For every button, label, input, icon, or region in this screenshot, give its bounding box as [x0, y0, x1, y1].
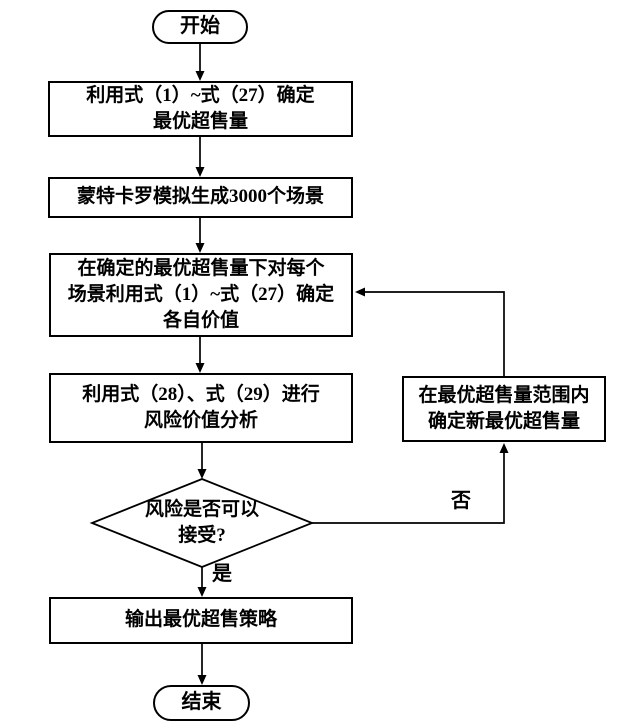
- terminal-end-label: 结束: [181, 691, 222, 714]
- arrow-decision-to-output: [197, 567, 207, 597]
- decision-text-line: 风险是否可以: [144, 499, 259, 521]
- process-text-line: 在确定的最优超售量下对每个: [77, 257, 325, 279]
- decision-text-line: 接受?: [178, 525, 226, 546]
- process-determine-optimal-overbooking: 利用式（1）~式（27）确定 最优超售量: [48, 81, 353, 137]
- decision-risk-acceptable: 风险是否可以 接受?: [122, 494, 282, 552]
- terminal-end: 结束: [153, 685, 250, 721]
- arrow-decision-to-adjust: [312, 443, 509, 524]
- arrow-step2-to-step3: [195, 218, 205, 253]
- process-text-line: 利用式（1）~式（27）确定: [86, 84, 315, 106]
- arrow-step1-to-step2: [195, 137, 205, 177]
- edge-label-no: 否: [451, 490, 471, 512]
- process-text-line: 利用式（28）、式（29）进行: [82, 383, 320, 405]
- arrow-start-to-step1: [195, 43, 205, 81]
- process-text-line: 风险价值分析: [143, 410, 258, 431]
- edge-label-yes: 是: [212, 563, 232, 585]
- process-text-line: 输出最优超售策略: [124, 609, 277, 631]
- process-risk-value-analysis: 利用式（28）、式（29）进行 风险价值分析: [49, 373, 353, 443]
- arrow-step4-to-decision: [197, 443, 207, 479]
- terminal-start-label: 开始: [180, 15, 220, 38]
- process-new-optimal-overbooking: 在最优超售量范围内 确定新最优超售量: [402, 376, 606, 442]
- terminal-start: 开始: [152, 10, 248, 44]
- process-text-line: 场景利用式（1）~式（27）确定: [67, 283, 335, 305]
- process-evaluate-scenarios: 在确定的最优超售量下对每个 场景利用式（1）~式（27）确定 各自价值: [49, 253, 353, 337]
- process-output-strategy: 输出最优超售策略: [49, 597, 353, 644]
- process-text-line: 在最优超售量范围内: [418, 384, 590, 406]
- arrow-adjust-to-step3: [355, 287, 505, 376]
- process-text-line: 蒙特卡罗模拟生成3000个场景: [76, 186, 324, 208]
- process-text-line: 各自价值: [162, 310, 239, 332]
- process-text-line: 确定新最优超售量: [427, 411, 580, 432]
- arrow-step3-to-step4: [195, 337, 205, 373]
- process-monte-carlo-scenarios: 蒙特卡罗模拟生成3000个场景: [48, 177, 353, 218]
- arrow-output-to-end: [197, 644, 207, 685]
- process-text-line: 最优超售量: [152, 111, 248, 132]
